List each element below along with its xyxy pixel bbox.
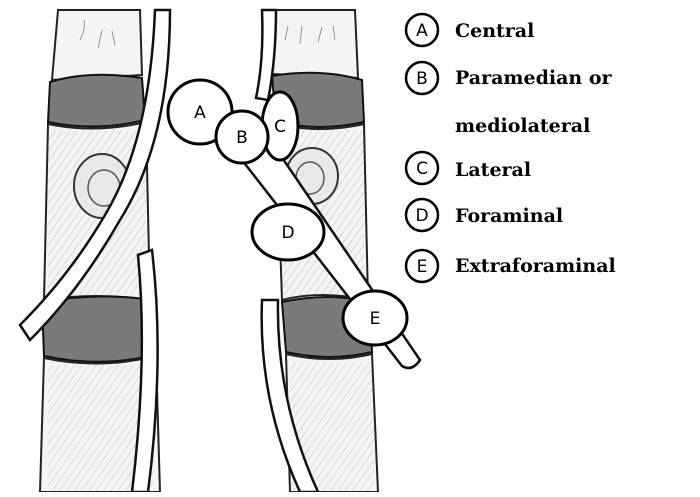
legend-letter-b: B — [416, 69, 428, 89]
right-upper-vertebra-texture — [284, 25, 336, 45]
position-marker-b: B — [214, 109, 270, 165]
position-label-b: B — [236, 128, 248, 148]
legend-text-e: Extraforaminal — [455, 255, 616, 277]
legend-text-b-continued: mediolateral — [455, 115, 590, 137]
left-vertebral-column — [38, 9, 162, 493]
legend-text-c: Lateral — [455, 159, 531, 181]
left-upper-disc — [46, 73, 147, 128]
legend-letter-e: E — [417, 257, 428, 277]
legend-text-a: Central — [455, 20, 534, 42]
legend-item-a: A Central — [404, 12, 534, 48]
legend-letter-d: D — [415, 206, 428, 226]
legend-item-c: C Lateral — [404, 150, 531, 186]
position-label-a: A — [194, 103, 206, 123]
herniation-position-markers: A C B D E — [166, 78, 409, 347]
right-upper-vertebra — [266, 9, 360, 80]
position-label-e: E — [370, 309, 381, 329]
position-marker-e: E — [341, 289, 409, 347]
legend-text-d: Foraminal — [455, 205, 563, 227]
legend-item-e: E Extraforaminal — [404, 248, 616, 284]
legend: A Central B Paramedian or mediolateral C… — [404, 12, 616, 284]
legend-letter-c: C — [416, 159, 428, 179]
left-upper-vertebra — [50, 9, 144, 82]
left-exiting-nerve-root — [18, 8, 172, 342]
legend-letter-a: A — [416, 21, 428, 41]
legend-item-b: B Paramedian or mediolateral — [404, 60, 613, 137]
position-label-d: D — [281, 223, 294, 243]
position-marker-a: A — [166, 78, 234, 146]
position-label-c: C — [274, 117, 286, 137]
legend-item-d: D Foraminal — [404, 197, 563, 233]
position-marker-d: D — [250, 202, 326, 262]
legend-text-b: Paramedian or — [455, 67, 613, 89]
position-marker-c: C — [260, 90, 300, 162]
left-upper-vertebra-texture — [79, 19, 116, 49]
